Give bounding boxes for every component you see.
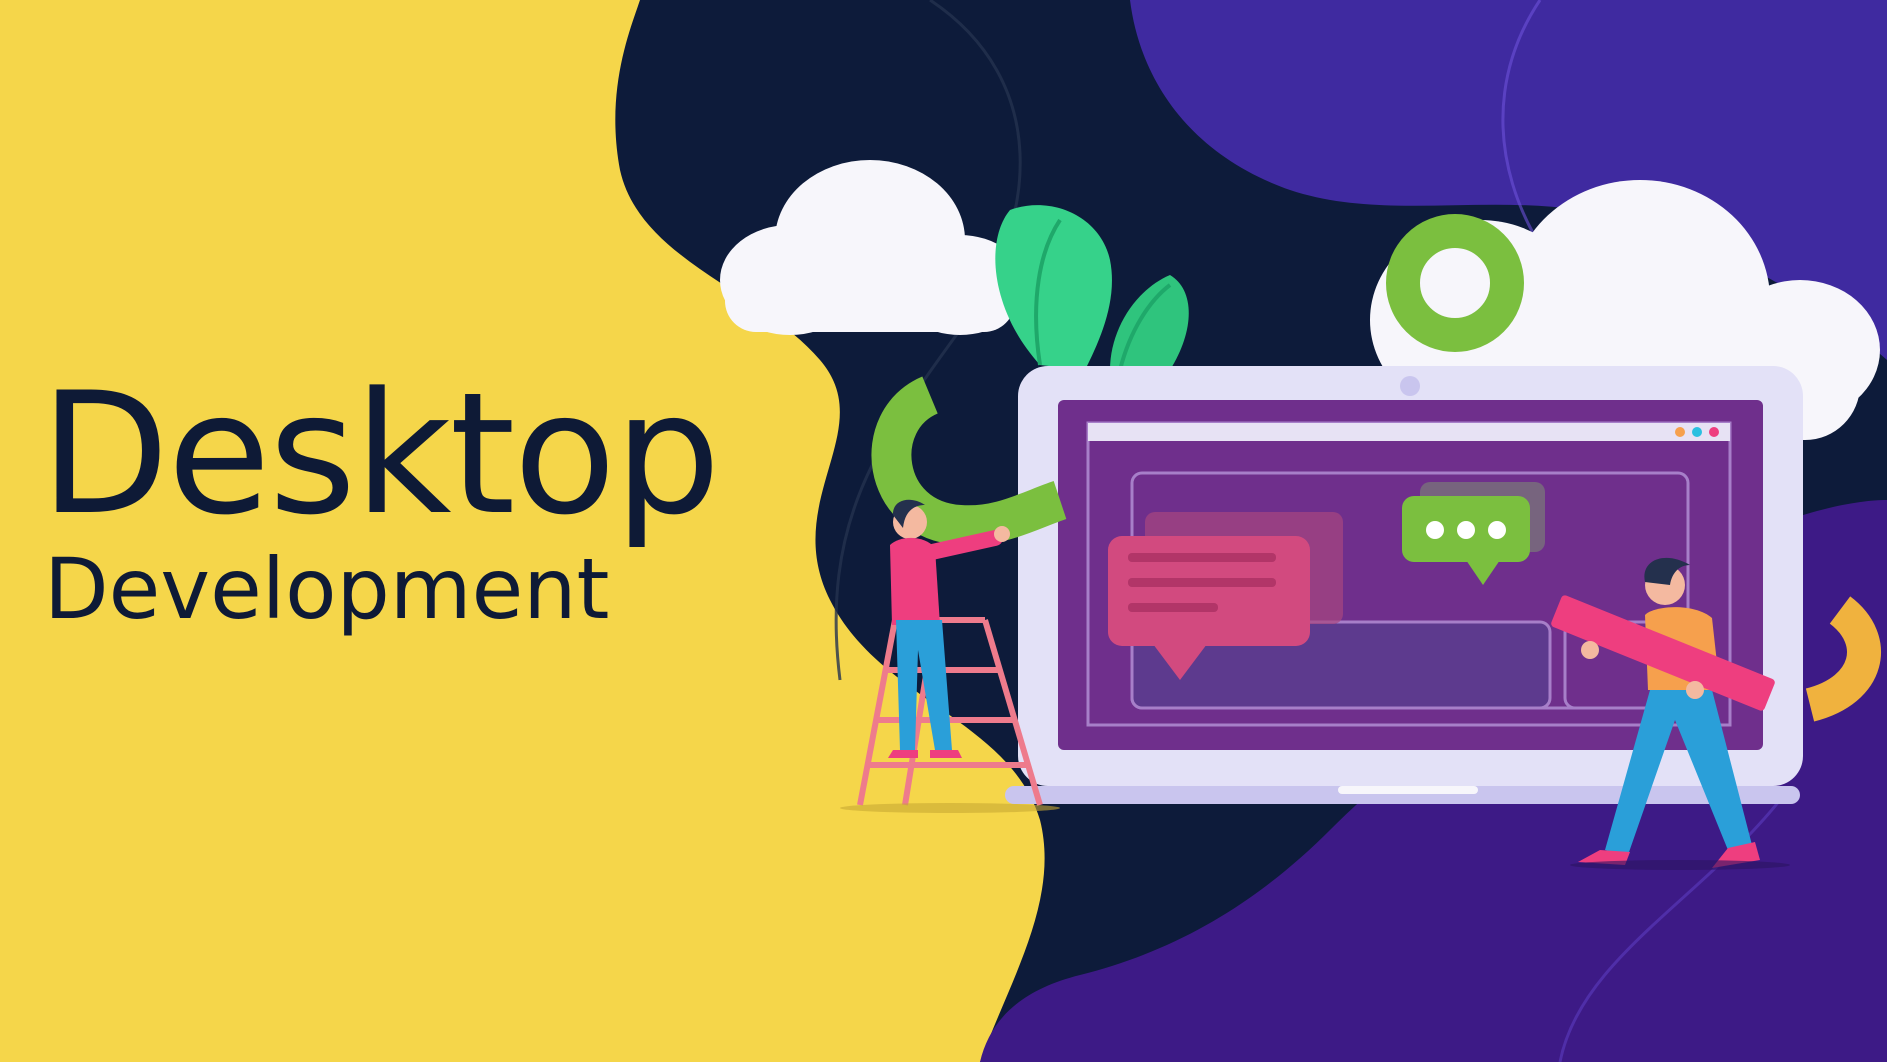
hand <box>1686 681 1704 699</box>
laptop <box>1005 366 1803 804</box>
yellow-arc <box>1805 596 1881 722</box>
cloud-left <box>720 160 1025 335</box>
hand <box>1581 641 1599 659</box>
ground-shadow <box>1570 860 1790 870</box>
headline: Desktop Development <box>40 356 721 638</box>
person-on-ladder <box>888 499 1010 758</box>
chat-bubble-dots <box>1402 496 1530 585</box>
plant-leaves <box>995 205 1189 371</box>
ruler <box>1551 595 1775 711</box>
banner-title: Desktop <box>40 356 721 552</box>
banner-subtitle: Development <box>44 540 610 638</box>
green-ring <box>1386 214 1524 352</box>
ground-shadow <box>840 803 1060 813</box>
chat-bubble-lines <box>1108 536 1310 680</box>
background-purple-top <box>1130 0 1887 360</box>
green-arc <box>871 376 1067 546</box>
